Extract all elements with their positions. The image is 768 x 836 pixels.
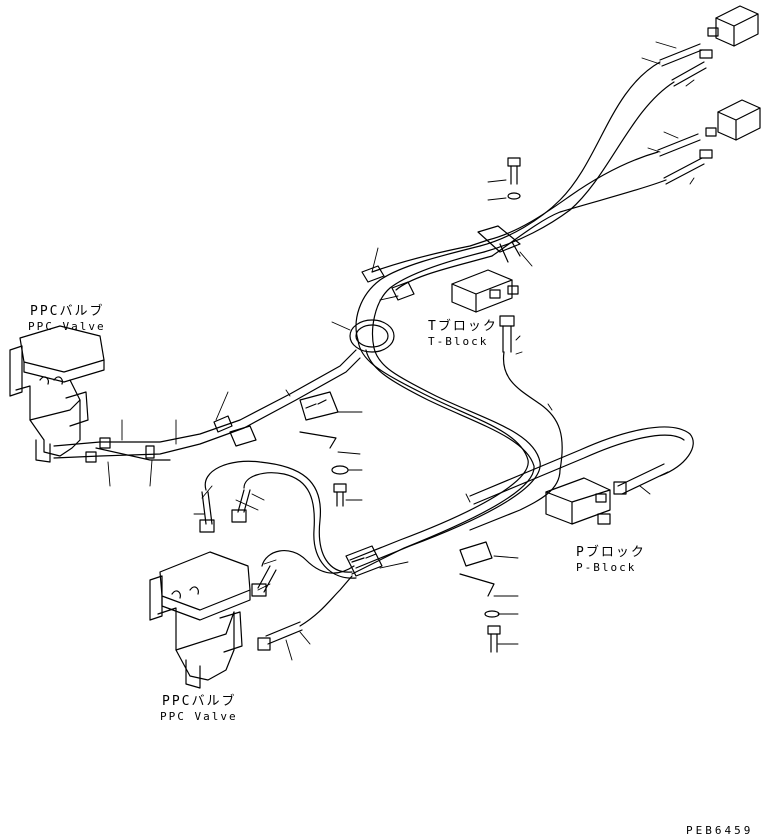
left-upper-clamps (213, 391, 349, 507)
upper-hose-fittings (657, 43, 707, 185)
p-block-label-en: P-Block (576, 561, 637, 574)
upper-hose-bundle (355, 61, 675, 349)
main-hose-bundle (349, 339, 694, 575)
leader-lines (107, 41, 695, 661)
upper-bolt-washer (507, 157, 521, 200)
ppc-valve-upper-label-en: PPC Valve (28, 320, 106, 333)
t-block-label-en: T-Block (428, 335, 489, 348)
lower-clamp-assembly (345, 541, 501, 653)
p-block (545, 477, 611, 525)
upper-right-valve-unit-1 (699, 5, 759, 59)
left-upper-piping (53, 349, 361, 463)
ppc-valve-lower-label-en: PPC Valve (160, 710, 238, 723)
upper-clamp (477, 225, 521, 263)
t-block-label-jp: Tブロック (428, 319, 498, 334)
ppc-valve-upper-label-jp: PPCバルブ (30, 304, 105, 319)
p-block-hose-fitting (613, 463, 669, 495)
ppc-valve-lower-label-jp: PPCバルブ (162, 694, 237, 709)
lower-valve-hoses (199, 460, 357, 651)
drawing-code: PEB6459 (686, 824, 754, 836)
t-block (451, 269, 519, 313)
upper-right-valve-unit-2 (699, 99, 761, 159)
left-ppc-valve-upper (9, 325, 105, 463)
left-ppc-valve-lower (149, 551, 251, 689)
hose-break-marks (285, 389, 553, 503)
p-block-label-jp: Pブロック (576, 545, 646, 560)
t-block-fitting (499, 315, 563, 471)
